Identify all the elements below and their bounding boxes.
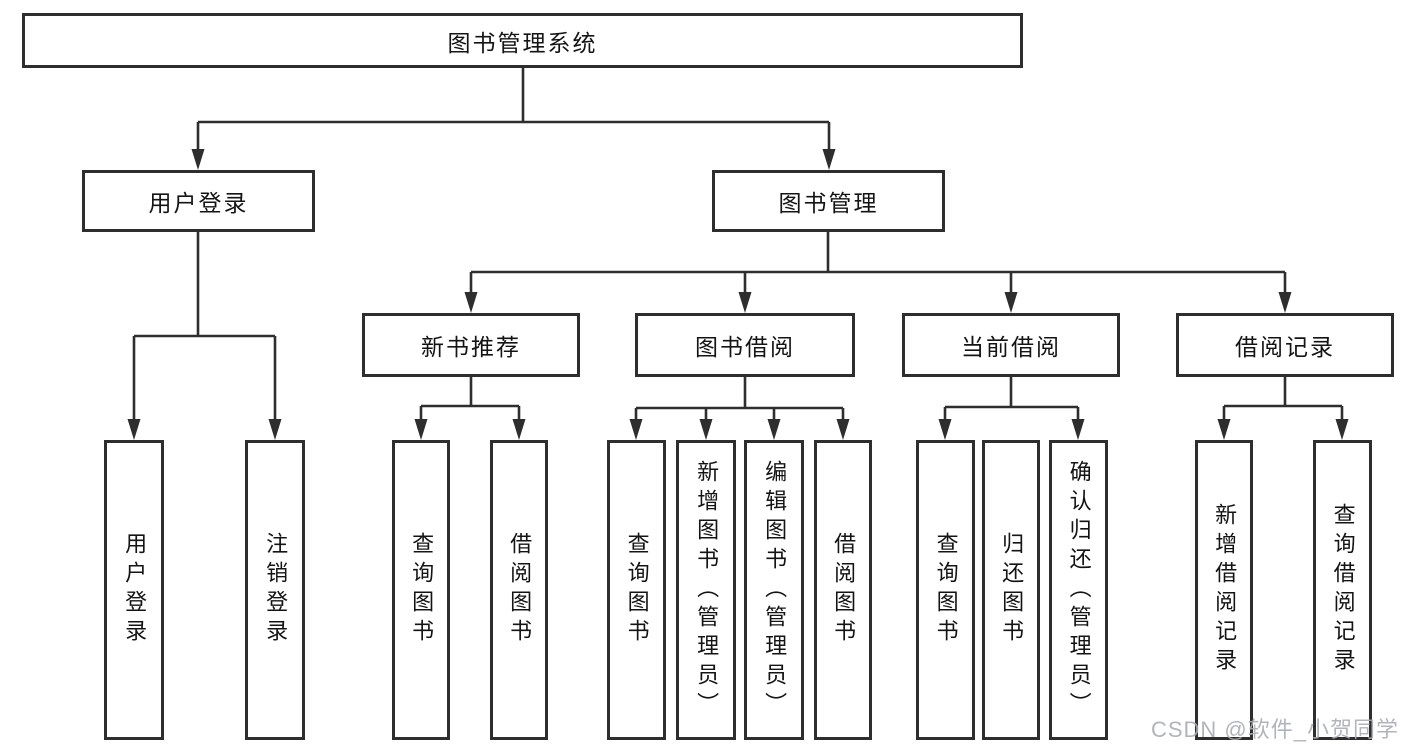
leaf-return-books: 归还图书 (982, 440, 1040, 740)
leaf-borrow-borrow-books: 借阅图书 (814, 440, 872, 740)
csdn-watermark: CSDN @软件_小贺同学 (1150, 717, 1399, 742)
leaf-label: 查询图书 (624, 532, 650, 648)
leaf-add-books-admin: 新增图书（管理员） (676, 440, 736, 740)
leaf-label: 查询借阅记录 (1330, 503, 1356, 677)
leaf-current-query-books: 查询图书 (916, 440, 975, 740)
leaf-borrow-query-books: 查询图书 (607, 440, 666, 740)
leaf-label: 查询图书 (409, 532, 435, 648)
leaf-label: 确认归还（管理员） (1066, 459, 1092, 721)
leaf-label: 新增图书（管理员） (694, 459, 720, 721)
leaf-label: 注销登录 (263, 532, 289, 648)
leaf-add-borrow-record: 新增借阅记录 (1195, 440, 1253, 740)
leaf-newbook-borrow-books: 借阅图书 (490, 440, 548, 740)
node-borrowing-records: 借阅记录 (1176, 313, 1394, 377)
leaf-label: 借阅图书 (831, 532, 857, 648)
node-new-book-recommend: 新书推荐 (362, 313, 580, 377)
leaf-label: 查询图书 (933, 532, 959, 648)
leaf-label: 归还图书 (999, 532, 1025, 648)
node-current-borrowing: 当前借阅 (902, 313, 1120, 377)
node-root-system: 图书管理系统 (22, 13, 1023, 68)
node-user-login-module: 用户登录 (82, 170, 315, 232)
leaf-label: 新增借阅记录 (1212, 503, 1238, 677)
leaf-label: 借阅图书 (507, 532, 533, 648)
leaf-query-borrow-record: 查询借阅记录 (1313, 440, 1372, 740)
leaf-logout: 注销登录 (245, 440, 305, 740)
node-book-borrowing: 图书借阅 (635, 313, 855, 377)
leaf-user-login: 用户登录 (104, 440, 164, 740)
node-book-management-module: 图书管理 (712, 170, 945, 232)
leaf-label: 编辑图书（管理员） (762, 459, 788, 721)
leaf-label: 用户登录 (122, 532, 148, 648)
leaf-newbook-query-books: 查询图书 (392, 440, 450, 740)
leaf-edit-books-admin: 编辑图书（管理员） (744, 440, 804, 740)
leaf-confirm-return-admin: 确认归还（管理员） (1049, 440, 1108, 740)
